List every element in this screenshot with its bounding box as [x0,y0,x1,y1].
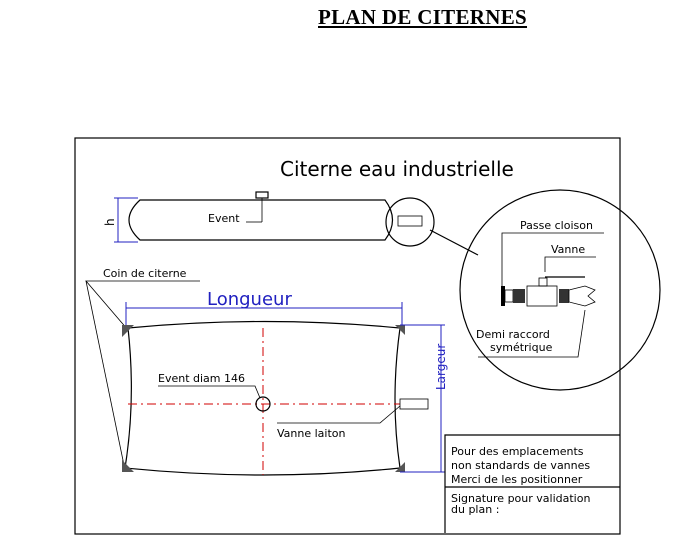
note-line-3: Merci de les positionner [451,473,583,486]
valve-icon [397,215,423,227]
tank-top-view: Coin de citerne Longueur Largeur Event d… [85,267,448,476]
brass-valve-icon [399,398,429,410]
valve-detail: Passe cloison Vanne Demi raccord symétri… [459,189,661,391]
signature-label-2: du plan : [451,503,499,516]
coupling-label-2: symétrique [490,341,553,354]
note-line-1: Pour des emplacements [451,445,584,458]
note-line-2: non standards de vannes [451,459,590,472]
drawing-frame [74,137,621,535]
corner-label: Coin de citerne [103,267,187,280]
height-label: h [103,218,117,226]
side-vent-label: Event [208,212,240,225]
bulkhead-label: Passe cloison [520,219,593,232]
length-label: Longueur [207,289,292,310]
vent-diameter-label: Event diam 146 [158,372,245,385]
width-label: Largeur [434,344,448,390]
detail-valve-label: Vanne [551,243,585,256]
tank-side-view: h Event [103,191,479,256]
signature-label-1: Signature pour validation [451,492,590,505]
vent-icon [255,191,269,199]
detail-callout-circle [385,197,435,247]
document-title: PLAN DE CITERNES [318,5,528,29]
coupling-label-1: Demi raccord [476,328,550,341]
brass-valve-label: Vanne laiton [277,427,346,440]
notes-box: Pour des emplacements non standards de v… [444,434,620,533]
vent-hole-icon [255,396,271,412]
drawing-heading: Citerne eau industrielle [280,157,514,181]
